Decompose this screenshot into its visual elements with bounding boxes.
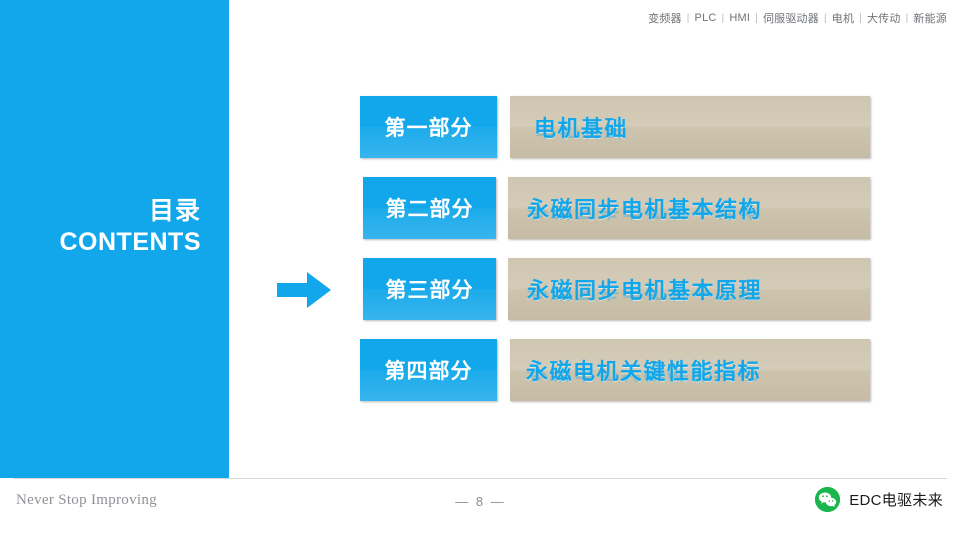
top-nav-item-0[interactable]: 变频器	[648, 13, 682, 25]
top-nav-item-1[interactable]: PLC	[694, 12, 717, 24]
sidebar-panel: 目录 CONTENTS	[0, 0, 229, 478]
top-nav-item-4[interactable]: 电机	[831, 13, 855, 25]
brand-name: EDC电驱未来	[849, 492, 943, 509]
top-nav-separator: |	[859, 12, 862, 24]
top-nav-item-6[interactable]: 新能源	[913, 13, 947, 25]
top-nav-item-3[interactable]: 伺服驱动器	[762, 13, 819, 25]
footer-tagline: Never Stop Improving	[16, 492, 157, 508]
brand-block: EDC电驱未来	[815, 487, 943, 512]
page-number: — 8 —	[455, 494, 506, 509]
sidebar-title-cn: 目录	[148, 197, 201, 225]
section-tag-1[interactable]: 第一部分	[360, 96, 497, 158]
top-nav-item-5[interactable]: 大传动	[866, 13, 901, 25]
section-title-2: 永磁同步电机基本结构	[527, 197, 763, 222]
section-title-1: 电机基础	[534, 116, 629, 141]
top-nav-separator: |	[686, 12, 690, 24]
sidebar-title-block: 目录 CONTENTS	[0, 196, 201, 257]
section-tag-2[interactable]: 第二部分	[363, 177, 496, 239]
top-nav-separator: |	[721, 12, 725, 24]
footer-divider	[14, 478, 947, 479]
top-nav-separator: |	[755, 12, 758, 24]
section-bar-1[interactable]: 电机基础 电机基础	[510, 96, 870, 158]
top-nav-separator: |	[823, 12, 827, 24]
section-bar-3[interactable]: 永磁同步电机基本原理 永磁同步电机基本原理	[508, 258, 870, 320]
section-tag-3[interactable]: 第三部分	[363, 258, 496, 320]
section-tag-4[interactable]: 第四部分	[360, 339, 497, 401]
right-arrow-icon	[277, 272, 331, 308]
wechat-icon	[815, 487, 841, 512]
top-nav-separator: |	[905, 12, 909, 24]
section-bar-2[interactable]: 永磁同步电机基本结构 永磁同步电机基本结构	[508, 177, 870, 239]
section-title-3: 永磁同步电机基本原理	[527, 278, 763, 303]
top-nav-item-2[interactable]: HMI	[729, 12, 751, 24]
sidebar-title-en: CONTENTS	[59, 227, 201, 256]
section-bar-4[interactable]: 永磁电机关键性能指标 永磁电机关键性能指标	[510, 339, 870, 401]
section-title-4: 永磁电机关键性能指标	[526, 359, 762, 384]
top-nav: 变频器 | PLC | HMI | 伺服驱动器 | 电机 | 大传动 | 新能源	[648, 10, 947, 26]
